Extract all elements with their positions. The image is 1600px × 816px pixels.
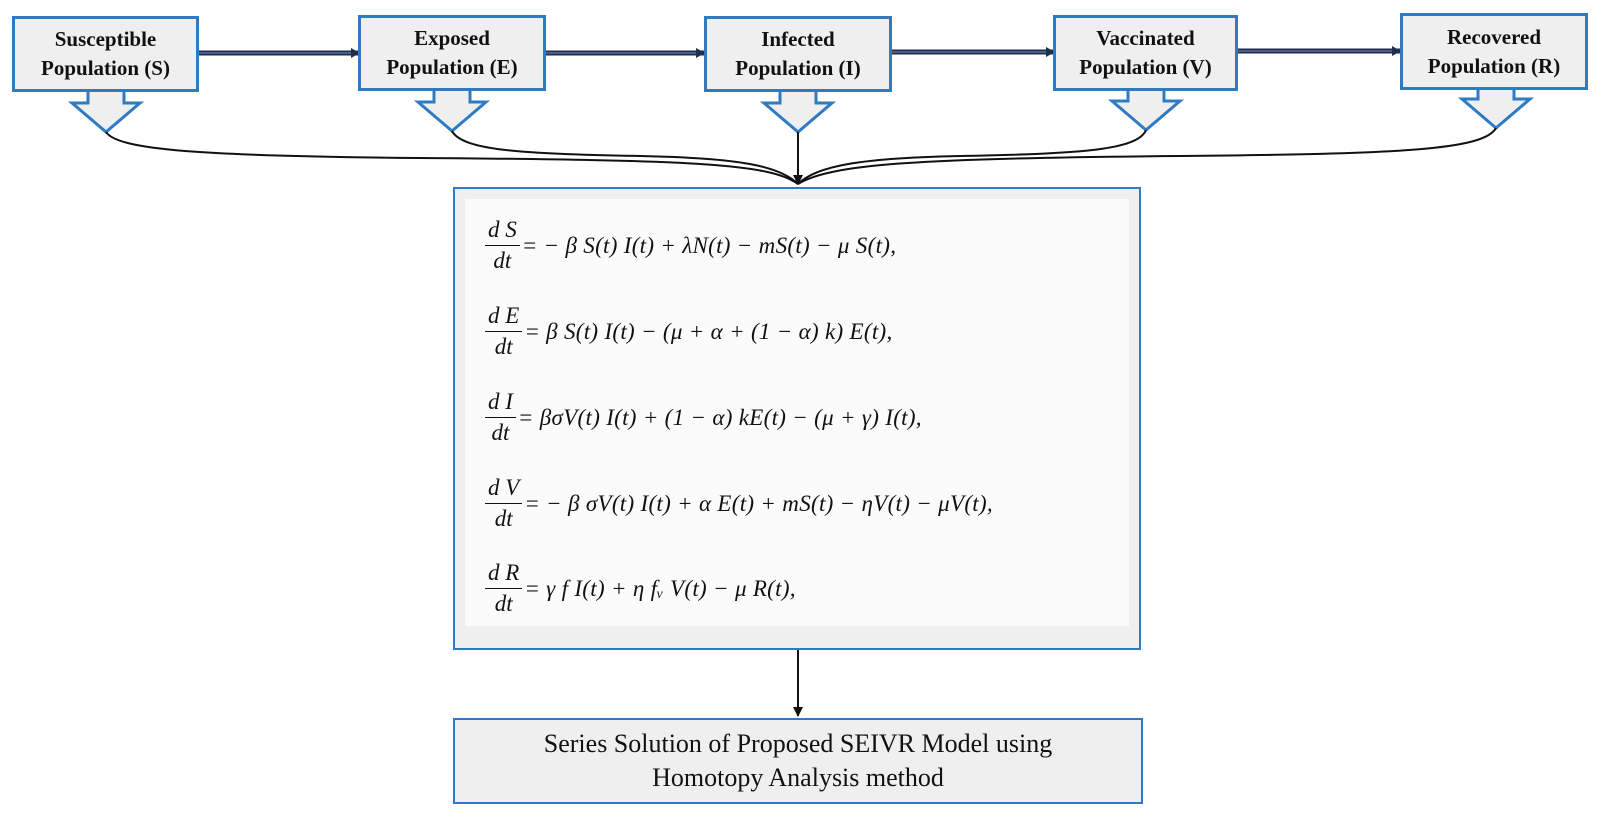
equation-rhs: = β S(t) I(t) − (μ + α + (1 − α) k) E(t)… [524,318,893,344]
down-arrow-r [1457,88,1535,130]
node-label-line1: Infected [761,27,835,51]
down-arrow-s [67,90,145,134]
node-label-line1: Recovered [1446,24,1542,49]
flow-arrow-v-to-r [1237,46,1401,56]
node-label-line2: Population (V) [1079,55,1212,79]
derivative-numerator: d R [485,560,523,589]
flow-arrow-s-to-e [199,48,360,58]
flow-arrow-i-to-v [892,47,1055,57]
equation-rhs: = βσV(t) I(t) + (1 − α) kE(t) − (μ + γ) … [517,404,922,430]
derivative-denominator: dt [494,506,513,531]
node-label-line1: Exposed [414,26,490,50]
connector-v [797,129,1147,185]
equation-rhs: = − β S(t) I(t) + λN(t) − mS(t) − μ S(t)… [521,232,897,258]
result-line1: Series Solution of Proposed SEIVR Model … [543,729,1053,758]
result-box: Series Solution of Proposed SEIVR Model … [453,718,1143,804]
node-label-line2: Population (S) [41,56,170,80]
result-line2: Homotopy Analysis method [652,763,944,792]
derivative-numerator: d V [485,475,523,504]
node-label-line1: Vaccinated [1096,26,1195,50]
down-arrow-i [759,90,837,134]
flow-arrow-e-to-i [546,48,705,58]
node-label-line2: Population (R) [1427,53,1561,78]
derivative-denominator: dt [493,248,512,273]
connector-r [797,127,1497,185]
derivative-denominator: dt [491,420,510,445]
equation-rhs: = − β σV(t) I(t) + α E(t) + mS(t) − ηV(t… [524,490,993,516]
derivative-numerator: d E [485,303,523,332]
equation-rhs: = γ f I(t) + η fᵥ V(t) − μ R(t), [524,575,796,601]
down-arrow-v [1107,89,1185,132]
node-label-line1: Susceptible [54,27,157,51]
connector-e [451,130,799,185]
derivative-denominator: dt [494,591,513,616]
node-label-line2: Population (E) [386,55,518,79]
connector-s [105,131,799,185]
down-arrow-e [413,89,491,133]
derivative-denominator: dt [494,334,513,359]
node-label-line2: Population (I) [735,56,861,80]
derivative-numerator: d S [485,217,520,246]
derivative-numerator: d I [485,389,516,418]
